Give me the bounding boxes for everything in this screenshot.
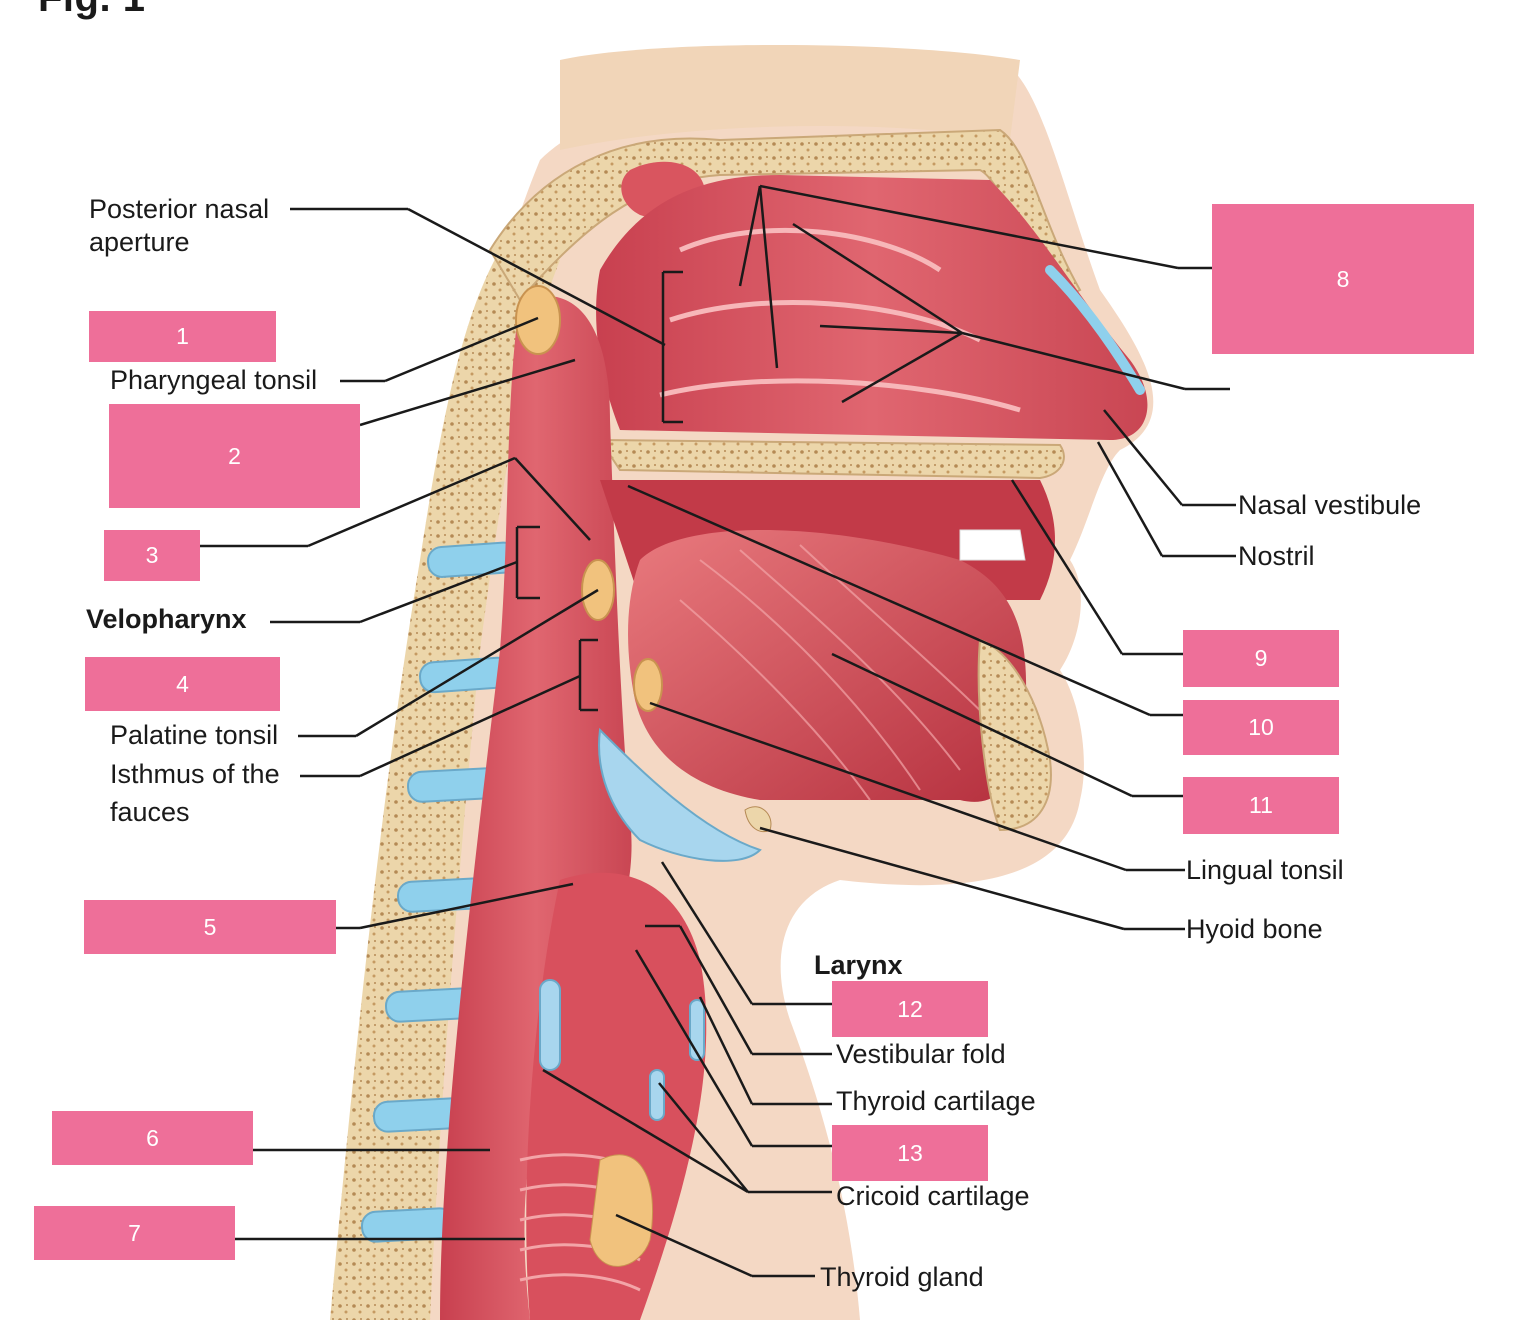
epiglottis [598,727,762,862]
answer-box-1[interactable]: 1 [89,311,276,362]
answer-box-10[interactable]: 10 [1183,700,1339,755]
tongue [628,530,1027,802]
nasal-conchae [659,227,1021,413]
label-posterior-nasal-aperture-2: aperture [89,227,190,257]
hard-palate [598,438,1065,480]
teeth [959,529,1026,561]
label-nostril: Nostril [1238,541,1315,571]
answer-box-11[interactable]: 11 [1183,777,1339,834]
label-thyroid-cartilage: Thyroid cartilage [836,1086,1036,1116]
answer-box-4[interactable]: 4 [85,657,280,711]
label-palatine-tonsil: Palatine tonsil [110,720,279,750]
label-posterior-nasal-aperture-1: Posterior nasal [89,194,270,224]
leader-lines [200,184,1236,1278]
laryngeal-cartilages [539,979,705,1121]
figure-title: Fig. 1 [38,0,145,21]
answer-box-3[interactable]: 3 [104,530,200,581]
label-nasal-vestibule: Nasal vestibule [1238,490,1422,520]
answer-box-13[interactable]: 13 [832,1125,988,1181]
label-larynx: Larynx [814,950,903,980]
thyroid-gland [589,1154,654,1267]
label-isthmus-fauces-1: Isthmus of the [110,759,280,789]
answer-box-8[interactable]: 8 [1212,204,1474,354]
label-cricoid-cartilage: Cricoid cartilage [836,1181,1030,1211]
label-isthmus-fauces-2: fauces [110,797,190,827]
larynx [526,872,707,1320]
answer-box-7[interactable]: 7 [34,1206,235,1260]
mandible [977,638,1052,832]
label-velopharynx: Velopharynx [86,604,247,634]
label-pharyngeal-tonsil: Pharyngeal tonsil [110,365,318,395]
label-vestibular-fold: Vestibular fold [836,1039,1006,1069]
answer-box-9[interactable]: 9 [1183,630,1339,687]
brain-region [560,45,1020,150]
pharynx [440,295,632,1320]
label-lingual-tonsil: Lingual tonsil [1186,855,1344,885]
nasal-cartilage [1045,265,1145,395]
label-hyoid-bone: Hyoid bone [1186,914,1323,944]
intervertebral-discs [360,541,519,1243]
answer-box-6[interactable]: 6 [52,1111,253,1165]
answer-box-12[interactable]: 12 [832,981,988,1037]
answer-box-2[interactable]: 2 [109,404,360,508]
answer-box-5[interactable]: 5 [84,900,336,954]
label-thyroid-gland: Thyroid gland [820,1262,984,1292]
